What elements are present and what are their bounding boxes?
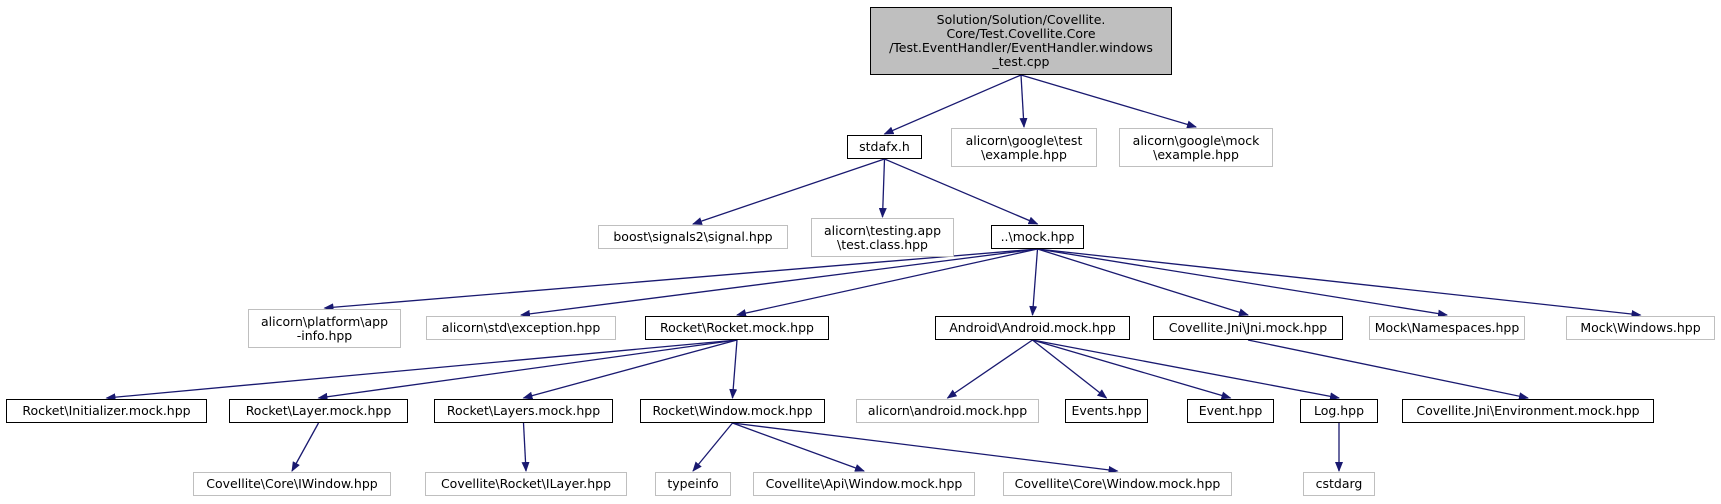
node-testingapp[interactable]: alicorn\testing.app \test.class.hpp xyxy=(811,218,954,257)
node-label: cstdarg xyxy=(1315,476,1363,491)
edge-layers-to-ilayer xyxy=(521,422,530,472)
node-label: stdafx.h xyxy=(859,139,910,154)
edge-layer-to-iwindow xyxy=(291,422,320,472)
edge-mock-to-rocketmock xyxy=(736,248,1038,317)
edge-rocketmock-to-rwindow xyxy=(729,339,738,399)
node-layer[interactable]: Rocket\Layer.mock.hpp xyxy=(229,399,408,423)
node-layers[interactable]: Rocket\Layers.mock.hpp xyxy=(434,399,613,423)
edge-rwindow-to-apiwindow xyxy=(732,422,865,472)
node-label: Covellite\Core\Window.mock.hpp xyxy=(1014,476,1221,491)
edge-androidmock-to-log xyxy=(1032,339,1340,401)
edge-androidmock-to-events xyxy=(1032,339,1108,399)
node-initializer[interactable]: Rocket\Initializer.mock.hpp xyxy=(6,399,207,423)
node-label: alicorn\google\mock \example.hpp xyxy=(1132,132,1260,162)
node-iwindow[interactable]: Covellite\Core\IWindow.hpp xyxy=(193,472,391,496)
edge-rwindow-to-corewindow xyxy=(732,422,1119,474)
node-rocketmock[interactable]: Rocket\Rocket.mock.hpp xyxy=(645,316,829,340)
edge-rocketmock-to-initializer xyxy=(105,339,738,402)
node-events[interactable]: Events.hpp xyxy=(1065,399,1148,423)
edge-mock-to-platform xyxy=(323,248,1038,312)
node-rwindow[interactable]: Rocket\Window.mock.hpp xyxy=(640,399,825,423)
node-label: Covellite.Jni\Jni.mock.hpp xyxy=(1168,320,1328,335)
node-label: Rocket\Layer.mock.hpp xyxy=(245,403,392,418)
node-log[interactable]: Log.hpp xyxy=(1300,399,1378,423)
node-cstdarg[interactable]: cstdarg xyxy=(1303,472,1375,496)
node-label: alicorn\platform\app -info.hpp xyxy=(260,313,389,343)
node-label: Events.hpp xyxy=(1071,403,1142,418)
node-label: Mock\Namespaces.hpp xyxy=(1374,320,1520,335)
node-label: Log.hpp xyxy=(1313,403,1365,418)
node-root[interactable]: Solution/Solution/Covellite. Core/Test.C… xyxy=(870,7,1172,75)
node-windows[interactable]: Mock\Windows.hpp xyxy=(1566,316,1715,340)
node-label: alicorn\std\exception.hpp xyxy=(441,320,601,335)
edge-stdafx-to-mock xyxy=(884,158,1039,225)
edge-jnimock-to-jnienv xyxy=(1247,339,1529,401)
node-typeinfo[interactable]: typeinfo xyxy=(655,472,731,496)
node-stdafx[interactable]: stdafx.h xyxy=(847,135,922,159)
node-label: Rocket\Rocket.mock.hpp xyxy=(660,320,814,335)
node-boostsig[interactable]: boost\signals2\signal.hpp xyxy=(598,225,788,249)
node-stdexc[interactable]: alicorn\std\exception.hpp xyxy=(426,316,616,340)
node-androidalicorn[interactable]: alicorn\android.mock.hpp xyxy=(856,399,1039,423)
node-label: alicorn\google\test \example.hpp xyxy=(965,132,1083,162)
edge-root-to-gmock xyxy=(1020,74,1197,129)
node-label: boost\signals2\signal.hpp xyxy=(613,229,773,244)
edge-rocketmock-to-layer xyxy=(317,339,738,401)
node-label: Solution/Solution/Covellite. Core/Test.C… xyxy=(889,12,1153,69)
edge-root-to-gtest xyxy=(1019,74,1028,128)
edge-mock-to-stdexc xyxy=(520,248,1038,318)
node-gtest[interactable]: alicorn\google\test \example.hpp xyxy=(951,128,1097,167)
node-apiwindow[interactable]: Covellite\Api\Window.mock.hpp xyxy=(753,472,975,496)
node-corewindow[interactable]: Covellite\Core\Window.mock.hpp xyxy=(1003,472,1232,496)
node-jnienv[interactable]: Covellite.Jni\Environment.mock.hpp xyxy=(1402,399,1654,423)
node-label: Android\Android.mock.hpp xyxy=(949,320,1116,335)
node-label: Covellite\Core\IWindow.hpp xyxy=(206,476,378,491)
node-label: Covellite\Rocket\ILayer.hpp xyxy=(440,476,612,491)
node-label: Rocket\Initializer.mock.hpp xyxy=(22,403,191,418)
edge-rocketmock-to-layers xyxy=(522,339,738,400)
node-label: Covellite.Jni\Environment.mock.hpp xyxy=(1416,403,1640,418)
node-platform[interactable]: alicorn\platform\app -info.hpp xyxy=(248,309,401,348)
edge-mock-to-androidmock xyxy=(1029,248,1039,316)
edge-mock-to-windows xyxy=(1037,248,1642,318)
node-mock[interactable]: ..\mock.hpp xyxy=(991,225,1084,249)
node-label: Rocket\Window.mock.hpp xyxy=(652,403,813,418)
edge-mock-to-namespaces xyxy=(1037,248,1448,318)
edge-root-to-stdafx xyxy=(883,74,1022,135)
edge-mock-to-jnimock xyxy=(1037,248,1249,317)
node-label: Covellite\Api\Window.mock.hpp xyxy=(765,476,963,491)
edge-stdafx-to-boostsig xyxy=(692,158,885,225)
edge-stdafx-to-testingapp xyxy=(878,158,887,218)
edge-rwindow-to-typeinfo xyxy=(692,422,734,472)
node-label: alicorn\testing.app \test.class.hpp xyxy=(823,222,942,252)
node-jnimock[interactable]: Covellite.Jni\Jni.mock.hpp xyxy=(1153,316,1343,340)
edge-androidmock-to-event xyxy=(1032,339,1232,400)
edge-androidmock-to-androidalicorn xyxy=(946,339,1033,399)
node-label: Event.hpp xyxy=(1198,403,1263,418)
node-gmock[interactable]: alicorn\google\mock \example.hpp xyxy=(1119,128,1273,167)
node-label: alicorn\android.mock.hpp xyxy=(867,403,1028,418)
node-label: Rocket\Layers.mock.hpp xyxy=(446,403,601,418)
node-label: Mock\Windows.hpp xyxy=(1580,320,1701,335)
node-ilayer[interactable]: Covellite\Rocket\ILayer.hpp xyxy=(425,472,627,496)
node-label: ..\mock.hpp xyxy=(1000,229,1075,244)
node-androidmock[interactable]: Android\Android.mock.hpp xyxy=(935,316,1130,340)
node-label: typeinfo xyxy=(667,476,719,491)
node-namespaces[interactable]: Mock\Namespaces.hpp xyxy=(1369,316,1525,340)
node-event[interactable]: Event.hpp xyxy=(1187,399,1274,423)
